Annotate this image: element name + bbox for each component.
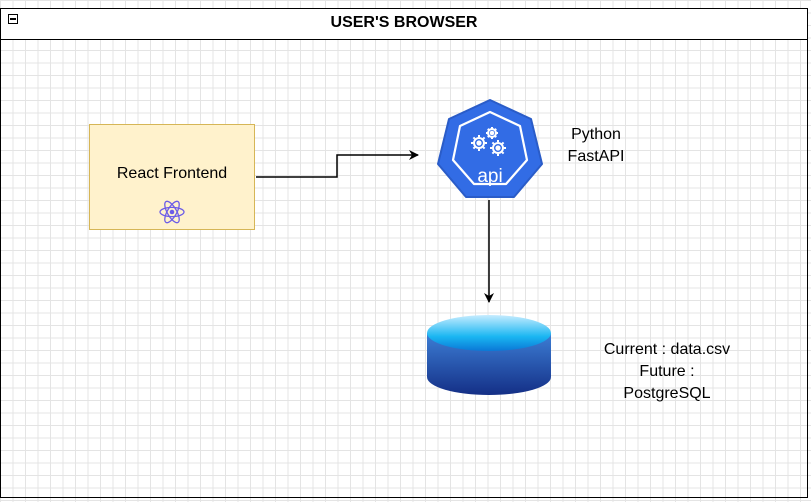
database-label: Current : data.csv Future : PostgreSQL <box>580 339 754 405</box>
gears-icon <box>471 127 506 156</box>
api-node[interactable]: api <box>436 98 544 198</box>
api-icon-text: api <box>477 166 502 187</box>
react-icon <box>159 200 185 224</box>
database-label-line-1: Current : data.csv <box>603 341 731 358</box>
react-frontend-node[interactable]: React Frontend <box>89 124 255 230</box>
users-browser-container: USER'S BROWSER <box>0 8 808 498</box>
database-label-line-2: Future : <box>639 363 695 380</box>
collapse-toggle[interactable] <box>8 14 18 24</box>
api-label-line-1: Python <box>571 126 621 143</box>
api-label-line-2: FastAPI <box>567 148 625 165</box>
container-header: USER'S BROWSER <box>1 9 807 40</box>
container-title: USER'S BROWSER <box>330 14 478 31</box>
database-label-line-3: PostgreSQL <box>623 385 711 402</box>
database-node[interactable] <box>425 313 553 397</box>
edge-frontend-to-api <box>256 150 419 178</box>
api-label: Python FastAPI <box>555 124 637 168</box>
react-frontend-label: React Frontend <box>116 165 228 182</box>
database-icon <box>427 315 551 395</box>
